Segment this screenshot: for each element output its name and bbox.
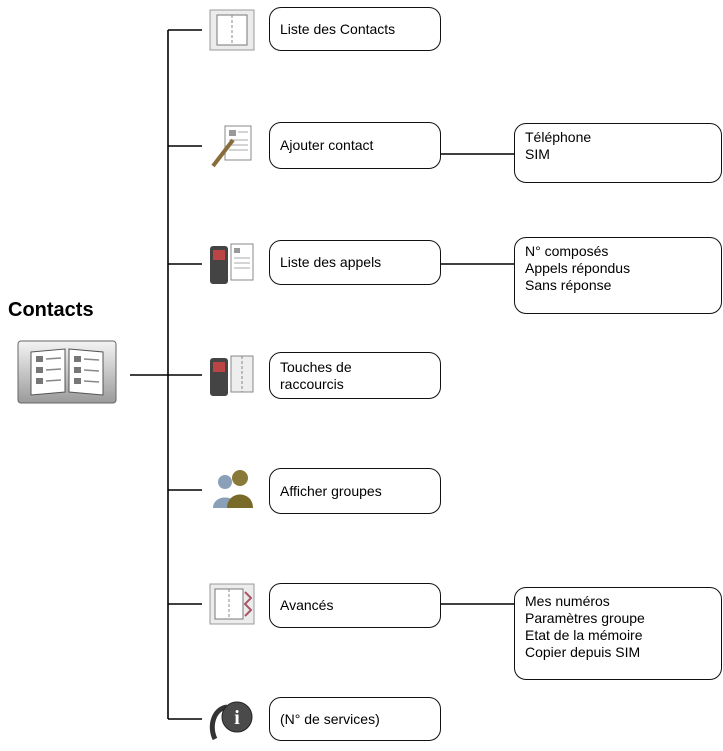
menu-item-label: Liste des appels — [280, 254, 382, 270]
call-list-icon[interactable] — [207, 240, 257, 288]
contacts-book-icon[interactable] — [17, 340, 117, 404]
submenu-item[interactable]: Téléphone — [525, 129, 592, 145]
submenu-item[interactable]: Copier depuis SIM — [525, 644, 641, 660]
menu-item-label-line: raccourcis — [280, 375, 344, 392]
menu-item-groups[interactable]: Afficher groupes — [269, 468, 441, 514]
advanced-icon[interactable] — [207, 580, 257, 628]
service-numbers-icon[interactable]: i — [207, 697, 257, 745]
menu-item-label: Liste des Contacts — [280, 20, 396, 37]
submenu-item[interactable]: N° composés — [525, 243, 609, 259]
menu-item-label: (N° de services) — [280, 710, 380, 727]
submenu-item[interactable]: Paramètres groupe — [525, 610, 645, 626]
menu-item-add-contact[interactable]: Ajouter contact — [269, 122, 441, 169]
submenu-item[interactable]: Mes numéros — [525, 593, 610, 609]
menu-item-shortcut-keys[interactable]: Touches de raccourcis — [269, 352, 441, 399]
menu-item-service-numbers[interactable]: (N° de services) — [269, 697, 441, 741]
shortcut-keys-icon[interactable] — [207, 352, 257, 400]
submenu-add-contact: Téléphone SIM — [514, 123, 722, 183]
menu-item-label: Avancés — [280, 597, 334, 613]
root-title: Contacts — [8, 299, 94, 321]
contact-list-icon[interactable] — [207, 6, 257, 54]
submenu-item[interactable]: Sans réponse — [525, 277, 612, 293]
svg-text:i: i — [234, 707, 240, 729]
groups-icon[interactable] — [207, 466, 257, 514]
menu-item-advanced[interactable]: Avancés — [269, 583, 441, 628]
menu-item-label: Afficher groupes — [280, 482, 382, 499]
menu-item-label-line: Touches de — [280, 358, 352, 375]
submenu-item[interactable]: SIM — [525, 146, 550, 162]
submenu-call-list: N° composés Appels répondus Sans réponse — [514, 237, 722, 314]
submenu-advanced: Mes numéros Paramètres groupe Etat de la… — [514, 587, 722, 680]
submenu-item[interactable]: Etat de la mémoire — [525, 627, 643, 643]
menu-item-label: Ajouter contact — [280, 137, 374, 153]
menu-item-call-list[interactable]: Liste des appels — [269, 240, 441, 285]
add-contact-icon[interactable] — [207, 122, 257, 170]
submenu-item[interactable]: Appels répondus — [525, 260, 631, 276]
menu-item-contact-list[interactable]: Liste des Contacts — [269, 7, 441, 51]
